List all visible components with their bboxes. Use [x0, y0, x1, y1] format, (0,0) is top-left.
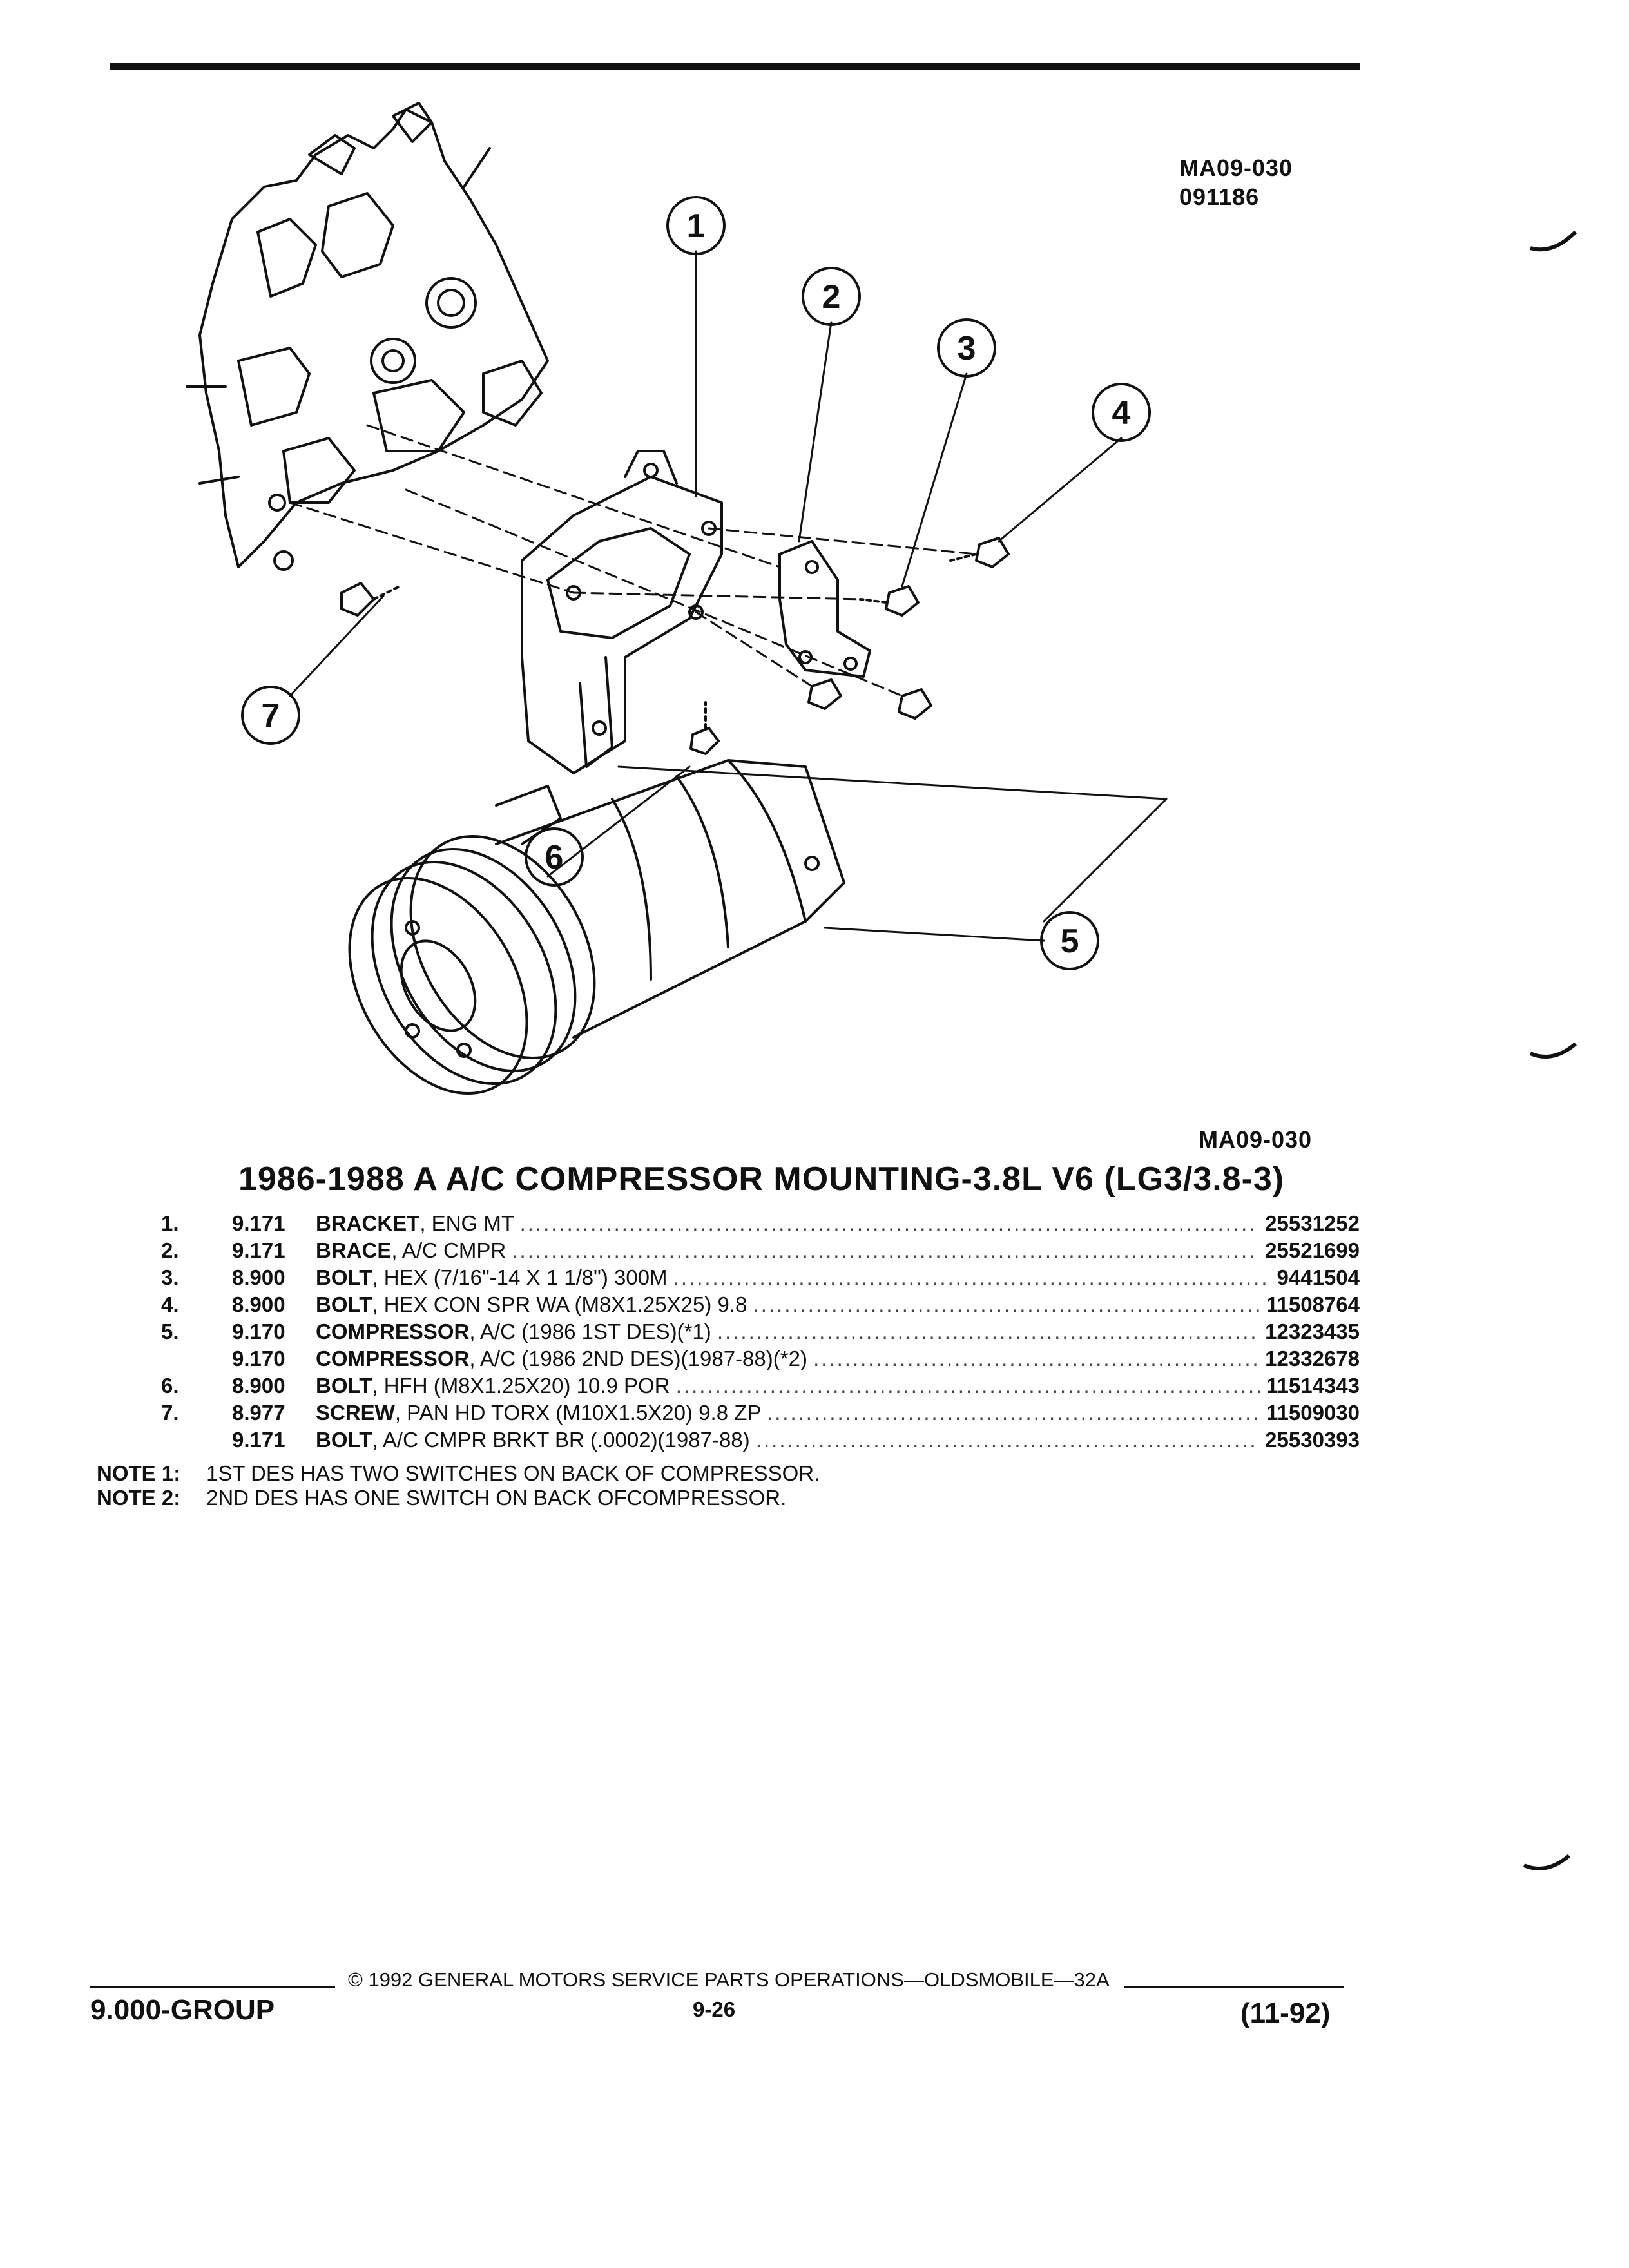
section-title: 1986-1988 A A/C COMPRESSOR MOUNTING-3.8L… — [238, 1160, 1285, 1198]
page-number: 9-26 — [693, 1997, 736, 2021]
part-group: 9.171 — [232, 1238, 285, 1262]
part-description: COMPRESSOR, A/C (1986 2ND DES)(1987-88)(… — [316, 1347, 1321, 1370]
part-group: 8.900 — [232, 1374, 285, 1398]
part-number: 11514343 — [1259, 1374, 1360, 1398]
table-row: 1. 9.171 BRACKET, ENG MT ...............… — [97, 1211, 1360, 1238]
footer-date: (11-92) — [1240, 1997, 1331, 2029]
part-number: 12323435 — [1258, 1320, 1360, 1344]
note-2: NOTE 2: 2ND DES HAS ONE SWITCH ON BACK OF… — [97, 1486, 820, 1510]
part-number: 12332678 — [1258, 1347, 1360, 1371]
part-group: 8.900 — [232, 1293, 285, 1316]
note-label: NOTE 1: — [97, 1461, 181, 1485]
bolt-4-illustration — [949, 537, 1010, 568]
part-number: 25530393 — [1258, 1428, 1360, 1452]
part-description: BRACKET, ENG MT ........................… — [316, 1211, 1321, 1235]
part-description: COMPRESSOR, A/C (1986 1ST DES)(*1) .....… — [316, 1320, 1321, 1343]
callout-5: 5 — [1061, 923, 1079, 960]
part-index: 6. — [161, 1374, 179, 1398]
callout-4: 4 — [1112, 394, 1131, 432]
callout-6: 6 — [545, 839, 564, 876]
callout-7: 7 — [262, 697, 280, 735]
part-index: 1. — [161, 1211, 179, 1235]
footer-copyright: © 1992 GENERAL MOTORS SERVICE PARTS OPER… — [348, 1968, 1110, 1991]
figure-date-code: 091186 — [1179, 184, 1260, 210]
parts-list: 1. 9.171 BRACKET, ENG MT ...............… — [97, 1211, 1360, 1455]
part-group: 9.170 — [232, 1320, 285, 1343]
part-number: 9441504 — [1270, 1265, 1360, 1290]
part-group: 8.900 — [232, 1265, 285, 1289]
part-group: 9.171 — [232, 1211, 285, 1235]
diagram-caption-code: MA09-030 — [1199, 1126, 1313, 1153]
table-row: 7. 8.977 SCREW, PAN HD TORX (M10X1.5X20)… — [97, 1401, 1360, 1428]
screw-illustrations — [807, 678, 932, 720]
footer-rule-right — [1124, 1986, 1344, 1988]
brace-illustration — [778, 540, 871, 678]
binder-mark-top — [1530, 230, 1577, 252]
part-number: 25521699 — [1258, 1238, 1360, 1263]
callout-3: 3 — [958, 330, 976, 367]
part-index: 5. — [161, 1320, 179, 1343]
table-row: 5. 9.170 COMPRESSOR, A/C (1986 1ST DES)(… — [97, 1320, 1360, 1347]
part-index: 2. — [161, 1238, 179, 1262]
note-text: 2ND DES HAS ONE SWITCH ON BACK OFCOMPRES… — [206, 1486, 787, 1510]
part-number: 11508764 — [1259, 1293, 1360, 1317]
binder-mark-bottom — [1523, 1854, 1570, 1870]
figure-code: MA09-030 — [1179, 155, 1293, 181]
part-description: BOLT, HEX CON SPR WA (M8X1.25X25) 9.8 ..… — [316, 1293, 1321, 1316]
part-description: SCREW, PAN HD TORX (M10X1.5X20) 9.8 ZP .… — [316, 1401, 1321, 1425]
compressor-illustration — [348, 759, 845, 1095]
note-1: NOTE 1: 1ST DES HAS TWO SWITCHES ON BACK … — [97, 1461, 820, 1486]
part-index: 4. — [161, 1293, 179, 1316]
callout-1: 1 — [687, 207, 706, 245]
top-rule — [110, 63, 1360, 70]
part-group: 8.977 — [232, 1401, 285, 1425]
table-row: 2. 9.171 BRACE, A/C CMPR ...............… — [97, 1238, 1360, 1265]
bracket-illustration — [521, 450, 723, 774]
bolt-3-illustration — [859, 585, 920, 617]
part-number: 25531252 — [1258, 1211, 1360, 1236]
part-description: BOLT, A/C CMPR BRKT BR (.0002)(1987-88) … — [316, 1428, 1321, 1452]
part-index: 3. — [161, 1265, 179, 1289]
part-group: 9.171 — [232, 1428, 285, 1452]
exploded-view-diagram: 1 2 3 4 5 6 7 — [186, 102, 1168, 1095]
part-group: 9.170 — [232, 1347, 285, 1370]
table-row: 9.171 BOLT, A/C CMPR BRKT BR (.0002)(198… — [97, 1428, 1360, 1455]
table-row: 3. 8.900 BOLT, HEX (7/16"-14 X 1 1/8") 3… — [97, 1265, 1360, 1293]
part-number: 11509030 — [1259, 1401, 1360, 1425]
engine-block-illustration — [186, 102, 549, 571]
table-row: 4. 8.900 BOLT, HEX CON SPR WA (M8X1.25X2… — [97, 1293, 1360, 1320]
callout-2: 2 — [822, 278, 841, 316]
notes: NOTE 1: 1ST DES HAS TWO SWITCHES ON BACK … — [97, 1461, 820, 1510]
part-description: BOLT, HFH (M8X1.25X20) 10.9 POR ........… — [316, 1374, 1321, 1398]
bolt-7-illustration — [340, 582, 401, 617]
footer-group-label: 9.000-GROUP — [90, 1994, 275, 2026]
bolt-6-illustration — [689, 701, 720, 755]
footer-rule-left — [90, 1986, 335, 1988]
note-text: 1ST DES HAS TWO SWITCHES ON BACK OF COMP… — [206, 1461, 820, 1485]
table-row: 9.170 COMPRESSOR, A/C (1986 2ND DES)(198… — [97, 1347, 1360, 1374]
part-index: 7. — [161, 1401, 179, 1425]
binder-mark-middle — [1529, 1042, 1577, 1059]
note-label: NOTE 2: — [97, 1486, 181, 1510]
part-description: BOLT, HEX (7/16"-14 X 1 1/8") 300M .....… — [316, 1265, 1321, 1289]
table-row: 6. 8.900 BOLT, HFH (M8X1.25X20) 10.9 POR… — [97, 1374, 1360, 1401]
part-description: BRACE, A/C CMPR ........................… — [316, 1238, 1321, 1262]
